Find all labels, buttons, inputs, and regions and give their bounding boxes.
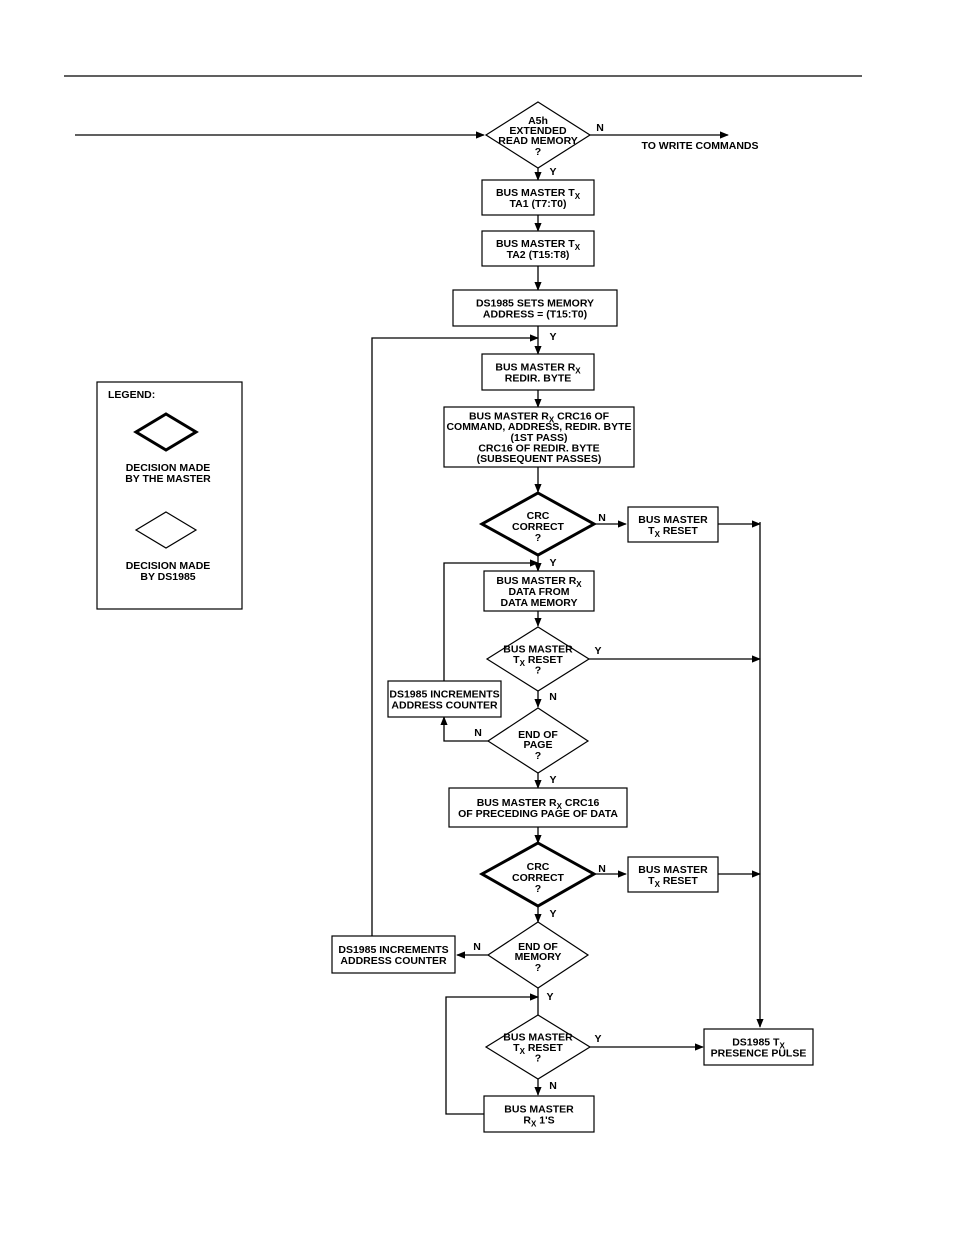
label-y-memory: Y — [546, 991, 553, 1003]
rx-data-line-3: DATA MEMORY — [501, 597, 578, 609]
legend: LEGEND: DECISION MADE BY THE MASTER DECI… — [96, 381, 243, 610]
branch-labels: N Y Y N Y Y N N Y N Y N Y Y N — [473, 122, 606, 1092]
label-y-page: Y — [549, 774, 556, 786]
inc-counter2-line-1: DS1985 INCREMENTS — [338, 944, 448, 956]
presence-line-1: DS1985 TX — [732, 1036, 785, 1050]
set-addr-line-1: DS1985 SETS MEMORY — [476, 297, 594, 309]
reset-box2-line-1: BUS MASTER — [638, 864, 708, 876]
tx-reset-q1-line-3: ? — [535, 664, 541, 676]
svg-text:?: ? — [535, 883, 541, 895]
rx-crc16-line-2: COMMAND, ADDRESS, REDIR. BYTE — [446, 421, 631, 433]
reset-box1-line-2: TX RESET — [648, 525, 698, 539]
tx-ta1-line-1: BUS MASTER TX — [496, 187, 581, 201]
rx-ones-line-1: BUS MASTER — [504, 1103, 574, 1115]
tx-ta2-line-1: BUS MASTER TX — [496, 238, 581, 252]
reset-box1-line-1: BUS MASTER — [638, 514, 708, 526]
svg-text:?: ? — [535, 146, 541, 158]
rx-ones-line-2: RX 1'S — [523, 1114, 554, 1128]
rx-data-line-1: BUS MASTER RX — [496, 575, 582, 589]
svg-text:CORRECT: CORRECT — [512, 872, 565, 884]
svg-text:?: ? — [535, 750, 541, 762]
label-y-reset2: Y — [594, 1033, 601, 1045]
label-n-reset2: N — [549, 1080, 557, 1092]
legend-ds-diamond — [134, 511, 198, 549]
tx-ta2-line-2: TA2 (T15:T8) — [507, 249, 570, 261]
label-n-crc2: N — [598, 863, 606, 875]
label-y-crc1: Y — [549, 557, 556, 569]
svg-text:?: ? — [535, 532, 541, 544]
rx-crc16-line-3: (1ST PASS) — [511, 432, 568, 444]
legend-ds-text-1: DECISION MADE — [126, 560, 211, 572]
rx-crc-page-line-1: BUS MASTER RX CRC16 — [477, 797, 600, 811]
svg-text:CRC: CRC — [527, 510, 550, 522]
tx-reset-q2-line-2: TX RESET — [513, 1042, 563, 1056]
rx-data-line-2: DATA FROM — [508, 586, 569, 598]
rx-crc-page-line-2: OF PRECEDING PAGE OF DATA — [458, 808, 618, 820]
tx-reset-q2-line-3: ? — [535, 1052, 541, 1064]
label-n-crc1: N — [598, 512, 606, 524]
svg-text:EXTENDED: EXTENDED — [509, 125, 567, 137]
rx-crc16-line-4: CRC16 OF REDIR. BYTE — [478, 442, 599, 454]
legend-master-text-2: BY THE MASTER — [125, 473, 211, 485]
tx-reset-q2-line-1: BUS MASTER — [503, 1031, 573, 1043]
decision-crc-correct-1: CRC CORRECT ? — [478, 491, 598, 557]
svg-text:END OF: END OF — [518, 729, 558, 741]
inc-counter1-line-2: ADDRESS COUNTER — [391, 699, 498, 711]
tx-reset-q1-line-1: BUS MASTER — [503, 643, 573, 655]
tx-ta1-line-2: TA1 (T7:T0) — [510, 198, 567, 210]
label-n-page: N — [474, 727, 482, 739]
legend-master-diamond — [133, 412, 199, 452]
decision-end-of-page: END OF PAGE ? — [486, 707, 590, 774]
svg-text:MEMORY: MEMORY — [515, 951, 562, 963]
label-n-memory: N — [473, 941, 481, 953]
svg-text:CRC: CRC — [527, 861, 550, 873]
legend-ds-text-2: BY DS1985 — [140, 571, 195, 583]
svg-text:?: ? — [535, 962, 541, 974]
tx-reset-q1-line-2: TX RESET — [513, 654, 563, 668]
legend-title: LEGEND: — [108, 389, 155, 401]
label-y-crc2: Y — [549, 908, 556, 920]
rx-crc16-line-5: (SUBSEQUENT PASSES) — [477, 453, 602, 465]
svg-text:CORRECT: CORRECT — [512, 521, 565, 533]
decision-crc-correct-2: CRC CORRECT ? — [478, 841, 598, 908]
decision-end-of-memory: END OF MEMORY ? — [486, 921, 590, 989]
inc-counter1-line-1: DS1985 INCREMENTS — [389, 688, 499, 700]
to-write-commands-label: TO WRITE COMMANDS — [641, 140, 758, 152]
rx-redir-line-2: REDIR. BYTE — [505, 372, 572, 384]
set-addr-line-2: ADDRESS = (T15:T0) — [483, 308, 587, 320]
label-n-cmd: N — [596, 122, 604, 134]
label-n-reset1: N — [549, 691, 557, 703]
reset-box2-line-2: TX RESET — [648, 875, 698, 889]
inc-counter2-line-2: ADDRESS COUNTER — [340, 955, 447, 967]
rx-crc16-line-1: BUS MASTER RX CRC16 OF — [469, 411, 610, 425]
svg-text:END OF: END OF — [518, 941, 558, 953]
rx-redir-line-1: BUS MASTER RX — [495, 361, 581, 375]
legend-master-text-1: DECISION MADE — [126, 462, 211, 474]
svg-text:A5h: A5h — [528, 115, 548, 127]
svg-text:PAGE: PAGE — [524, 739, 553, 751]
presence-line-2: PRESENCE PULSE — [711, 1047, 807, 1059]
svg-text:READ MEMORY: READ MEMORY — [498, 135, 578, 147]
decision-a5h-extended-read-memory: A5h EXTENDED READ MEMORY ? — [484, 101, 592, 169]
label-y-cmd: Y — [549, 166, 556, 178]
label-y-loop: Y — [549, 331, 556, 343]
label-y-reset1: Y — [594, 645, 601, 657]
